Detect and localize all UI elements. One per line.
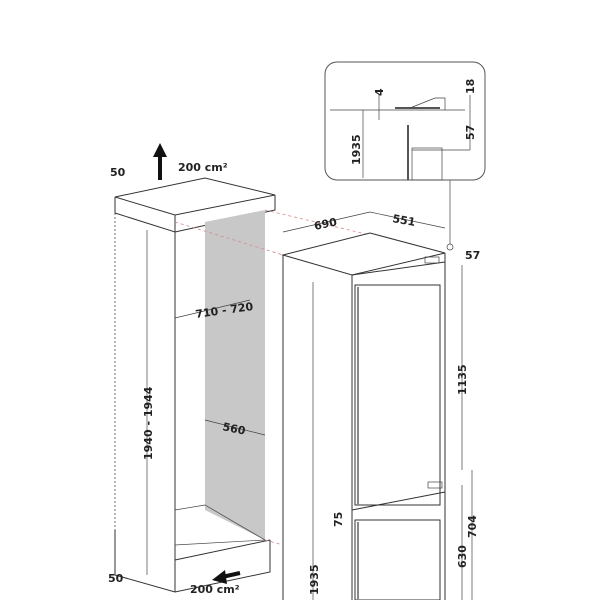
cabinet-drawing bbox=[114, 177, 276, 593]
cabinet-top-gap-label: 50 bbox=[110, 166, 126, 179]
appliance-drawing bbox=[281, 180, 454, 600]
detail-height-label: 1935 bbox=[350, 134, 363, 165]
appliance-height-label: 1935 bbox=[308, 564, 321, 595]
detail-hinge-offset-label: 57 bbox=[464, 125, 477, 140]
appliance-width-label: 551 bbox=[391, 212, 416, 229]
cabinet-top-vent-label: 200 cm² bbox=[178, 161, 228, 174]
lower-section-label: 704 bbox=[466, 515, 479, 538]
upper-door-label: 1135 bbox=[456, 364, 469, 395]
appliance-top-offset-label: 57 bbox=[465, 249, 480, 262]
door-gap-label: 75 bbox=[332, 512, 345, 527]
lower-door-label: 630 bbox=[456, 545, 469, 568]
cabinet-height-label: 1940 - 1944 bbox=[142, 386, 155, 460]
cabinet-bottom-gap-label: 50 bbox=[108, 572, 124, 585]
cabinet-width-label: 560 bbox=[221, 420, 247, 438]
lower-door bbox=[354, 519, 441, 600]
detail-top-clearance-label: 18 bbox=[464, 79, 477, 94]
detail-inset bbox=[324, 61, 486, 181]
detail-gap-label: 4 bbox=[373, 88, 386, 96]
vent-arrow-in-icon bbox=[212, 570, 241, 584]
appliance-depth-label: 690 bbox=[313, 215, 339, 233]
vent-arrow-up-icon bbox=[153, 143, 167, 180]
upper-door bbox=[354, 284, 441, 506]
cabinet-bottom-vent-label: 200 cm² bbox=[190, 583, 240, 596]
cabinet-back-panel bbox=[205, 210, 265, 540]
